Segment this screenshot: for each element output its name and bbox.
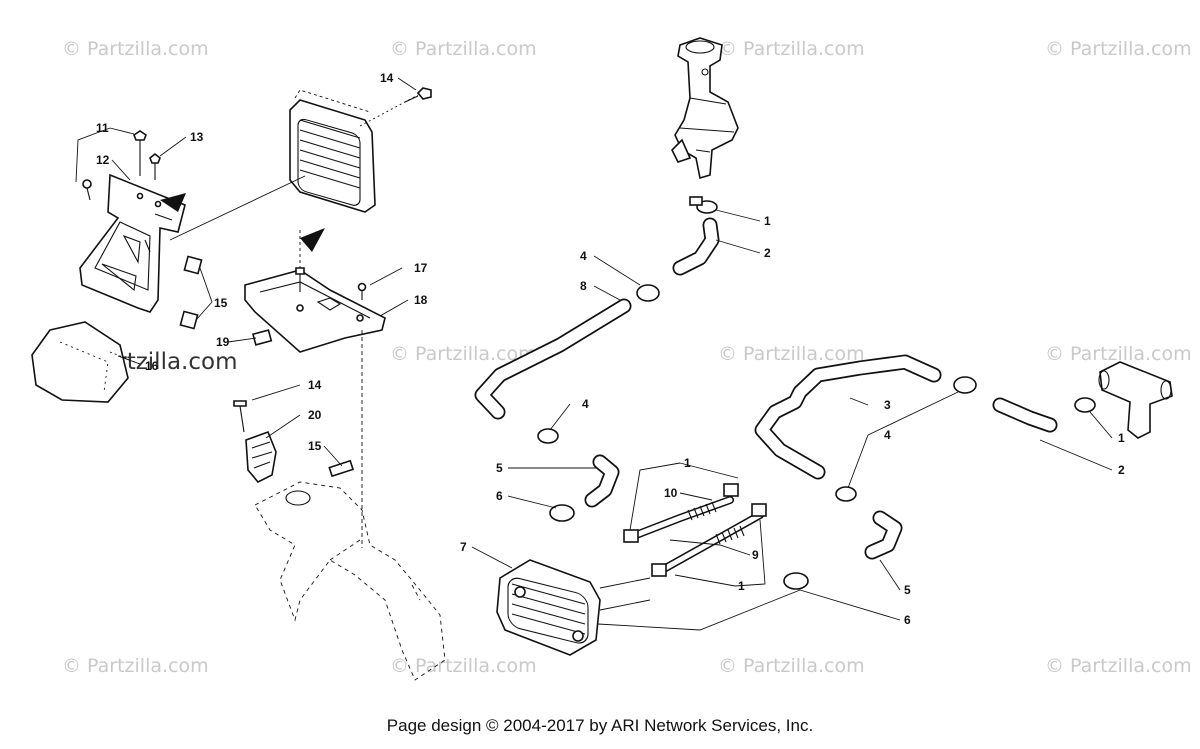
callout-5: 5: [496, 461, 503, 475]
callout-6b: 6: [904, 613, 911, 627]
screw-17: [357, 282, 367, 300]
callout-4b: 4: [582, 397, 589, 411]
mounting-bracket: [79, 173, 186, 313]
clip-nut: [179, 310, 199, 330]
callout-6: 6: [496, 489, 503, 503]
oil-cooler: [496, 559, 601, 656]
callout-14: 14: [380, 71, 394, 85]
callout-9: 9: [752, 548, 759, 562]
thermostat-housing: [671, 37, 739, 180]
callout-2: 2: [764, 246, 771, 260]
callout-17: 17: [414, 261, 428, 275]
watermark: © Partzilla.com: [1045, 343, 1192, 365]
hose-clamp: [651, 563, 667, 577]
hose-clamp: [549, 504, 575, 522]
parts-diagram: © Partzilla.com © Partzilla.com © Partzi…: [31, 37, 1192, 681]
rivet-11b: [82, 179, 92, 201]
callout-3: 3: [884, 398, 891, 412]
clip-15: [328, 459, 355, 478]
callout-11: 11: [96, 121, 109, 135]
callout-labels: 11 12 13 14 15 16 17 18 19 14 20 15 1 2 …: [96, 71, 1125, 627]
arrow-marker-icon: [160, 193, 186, 212]
frame-outline: [109, 330, 446, 681]
watermark: © Partzilla.com: [62, 38, 209, 60]
oil-cooler-upper: [289, 89, 376, 213]
arrow-marker-icon: [300, 228, 325, 252]
callout-12: 12: [96, 153, 110, 167]
watermark-grid: © Partzilla.com © Partzilla.com © Partzi…: [60, 38, 1192, 677]
hose-clamp: [623, 529, 639, 543]
callout-8: 8: [580, 279, 587, 293]
watermark: © Partzilla.com: [718, 38, 865, 60]
bolt-14-lower: [233, 400, 247, 433]
callout-19: 19: [216, 335, 230, 349]
callout-1d: 1: [1118, 431, 1125, 445]
watermark: © Partzilla.com: [718, 655, 865, 677]
bolt-11: [133, 130, 147, 176]
hose-clamp: [537, 428, 559, 444]
callout-15: 15: [214, 296, 228, 310]
callout-18: 18: [414, 293, 428, 307]
callout-4: 4: [580, 249, 587, 263]
watermark: © Partzilla.com: [1045, 655, 1192, 677]
watermark: © Partzilla.com: [718, 343, 865, 365]
oil-lines: [623, 483, 767, 577]
clamp-screw: [689, 196, 703, 206]
callout-16: 16: [145, 359, 159, 373]
callout-4c: 4: [884, 428, 891, 442]
callout-14b: 14: [308, 378, 322, 392]
footer-copyright: Page design © 2004-2017 by ARI Network S…: [386, 716, 814, 735]
callout-1: 1: [764, 214, 771, 228]
bumper-pad: [31, 321, 129, 403]
watermark: © Partzilla.com: [1045, 38, 1192, 60]
bracket-20: [245, 430, 277, 483]
callout-2b: 2: [1118, 463, 1125, 477]
hose-clamp: [636, 284, 660, 302]
callout-13: 13: [190, 130, 204, 144]
bolt-13: [149, 152, 161, 180]
watermark: © Partzilla.com: [390, 38, 537, 60]
callout-15b: 15: [308, 439, 322, 453]
callout-20: 20: [308, 408, 322, 422]
hose-clamp: [751, 503, 767, 517]
hose-clamp: [835, 486, 857, 502]
hose-clamp: [723, 483, 739, 497]
callout-5b: 5: [904, 583, 911, 597]
clip-nut: [183, 255, 203, 275]
watermark: © Partzilla.com: [62, 655, 209, 677]
callout-7: 7: [460, 540, 467, 554]
clip-19: [251, 329, 273, 346]
hose-clamp: [783, 572, 809, 590]
callout-1c: 1: [738, 579, 745, 593]
leader-lines: [75, 77, 1113, 621]
watermark: © Partzilla.com: [390, 343, 537, 365]
hose-clamp: [1074, 397, 1096, 413]
callout-10: 10: [664, 486, 678, 500]
watermark: © Partzilla.com: [390, 655, 537, 677]
bolt-14-top: [404, 87, 432, 103]
tee-fitting: [1098, 361, 1173, 439]
callout-1b: 1: [684, 456, 691, 470]
screw-center: [295, 267, 305, 292]
hose-clamp: [953, 376, 977, 394]
